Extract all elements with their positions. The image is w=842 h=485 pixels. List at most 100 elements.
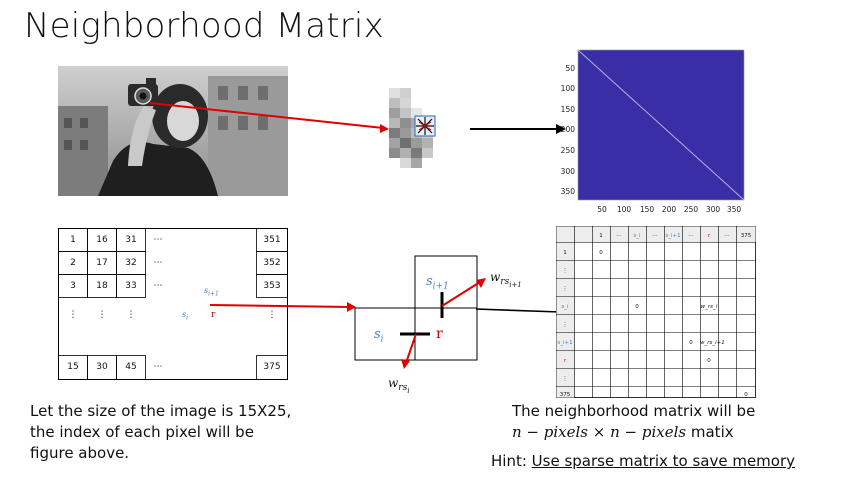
sparse-row-header: r <box>563 358 567 364</box>
hint-text: Hint: Use sparse matrix to save memory <box>491 452 795 470</box>
diagram-label-si1-sub: i+1 <box>432 281 449 292</box>
hint-prefix: Hint: <box>491 452 532 470</box>
pixel-index-cell: ⋮ <box>126 310 136 320</box>
heatmap-x-tick: 350 <box>727 205 742 214</box>
photo-illustration <box>58 66 288 196</box>
weight-label-w-rsi-sub: rs <box>398 383 408 394</box>
caption-left-line: the index of each pixel will be <box>30 423 254 441</box>
sparse-entry: 0 <box>707 358 711 364</box>
sparse-col-header: ⋯ <box>724 233 730 239</box>
black-arrow-to-sparse-matrix <box>475 308 561 313</box>
pixel-index-cell: 32 <box>125 258 137 268</box>
pixel-box-si <box>354 307 478 361</box>
heatmap-x-tick: 50 <box>597 205 607 214</box>
diagram-label-si: si <box>374 327 384 345</box>
weight-label-w-rsi: wrsi <box>388 376 409 395</box>
sparse-entry: 0 <box>744 392 748 398</box>
red-arrow-w-rsi <box>405 333 417 364</box>
sparse-row-header: ⋮ <box>562 376 568 382</box>
caption-right-line: The neighborhood matrix will be <box>512 402 756 420</box>
sparse-col-header: 375 <box>740 233 752 239</box>
sparse-col-header: r <box>707 233 711 239</box>
weight-label-w-rsi1-sub: rs <box>500 277 510 288</box>
sparse-col-header: s_i <box>633 233 641 239</box>
sparse-matrix-grid <box>556 226 756 398</box>
sparse-row-header: 1 <box>563 250 567 256</box>
sparse-row-header: ⋮ <box>562 268 568 274</box>
weight-label-w-rsi1-subsub: i+1 <box>509 281 522 290</box>
neighbor-boxes <box>354 255 486 369</box>
pixel-grid-lines <box>58 228 288 380</box>
heatmap-y-tick: 50 <box>565 64 575 73</box>
pixel-index-cell: 375 <box>263 362 281 372</box>
pixel-index-cell: 2 <box>70 258 76 268</box>
sparse-entry-w-rsi: w_rs_i <box>700 304 718 310</box>
diagram-label-si-base: s <box>374 327 381 342</box>
red-arrow-grid-to-diagram <box>209 304 351 308</box>
heatmap-y-tick: 250 <box>561 146 576 155</box>
heatmap-x-tick: 150 <box>640 205 655 214</box>
pixel-index-grid: 1 16 31 ⋯ 351 2 17 32 ⋯ 352 3 18 33 ⋯ 35… <box>58 228 288 380</box>
grid-label-si: si <box>182 310 188 322</box>
pixel-index-cell: 17 <box>96 258 108 268</box>
pixel-index-cell: 15 <box>67 362 79 372</box>
sparse-row-header: s_i <box>561 304 569 310</box>
sparse-col-header: 1 <box>599 233 603 239</box>
red-arrow-w-rsi1 <box>441 281 481 307</box>
grid-label-si1-base: s <box>204 286 209 295</box>
red-arrowhead-grid-to-diagram <box>347 302 356 312</box>
heatmap-y-tick: 200 <box>561 125 576 134</box>
neighbor-weight-diagram: si+1 si r wrsi+1 wrsi <box>330 248 530 408</box>
slide-title: Neighborhood Matrix <box>24 6 384 46</box>
pixel-zoom <box>389 88 444 168</box>
weight-label-w-rsi1: wrsi+1 <box>490 270 522 289</box>
caption-left-line: Let the size of the image is 15X25, <box>30 402 292 420</box>
pixel-index-cell: ⋯ <box>153 281 163 291</box>
heatmap-diagonal <box>577 49 745 201</box>
grid-label-r: r <box>211 310 216 320</box>
neighborhood-heatmap: 50 100 150 200 250 300 350 50 100 150 20… <box>556 48 746 216</box>
red-arrowhead-w-rsi1 <box>476 278 486 288</box>
heatmap-y-tick: 350 <box>561 187 576 196</box>
pixel-index-cell: ⋯ <box>153 362 163 372</box>
pixel-index-cell: ⋮ <box>68 310 78 320</box>
caption-right-math: n − pixels × n − pixels <box>512 423 687 441</box>
pixel-index-cell: ⋯ <box>153 235 163 245</box>
heatmap-y-tick: 300 <box>561 167 576 176</box>
pixel-index-cell: 30 <box>96 362 108 372</box>
heatmap-x-tick: 200 <box>662 205 677 214</box>
pixel-zoom-illustration <box>389 88 436 168</box>
pixel-index-cell: 18 <box>96 281 108 291</box>
heatmap-y-tick: 100 <box>561 84 576 93</box>
caption-left: Let the size of the image is 15X25, the … <box>30 401 291 464</box>
pixel-index-cell: 3 <box>70 281 76 291</box>
pixel-index-cell: 16 <box>96 235 108 245</box>
sparse-col-header: ⋯ <box>616 233 622 239</box>
red-arrow-photo-to-pixel <box>149 102 384 129</box>
heatmap-svg: 50 100 150 200 250 300 350 50 100 150 20… <box>561 49 745 214</box>
sparse-row-header: s_i+1 <box>557 340 573 346</box>
grayscale-photo <box>58 66 288 196</box>
pixel-index-cell: 353 <box>263 281 281 291</box>
sparse-row-header: ⋮ <box>562 322 568 328</box>
pixel-index-cell: 33 <box>125 281 137 291</box>
pixel-index-cell: ⋯ <box>153 258 163 268</box>
pixel-index-cell: 31 <box>125 235 137 245</box>
caption-right-suffix: matix <box>686 423 734 441</box>
heatmap-x-tick: 250 <box>684 205 699 214</box>
sparse-entry: 0 <box>689 340 693 346</box>
pixel-index-cell: 1 <box>70 235 76 245</box>
grid-label-si-base: s <box>182 310 187 319</box>
pixel-index-cell: ⋮ <box>267 310 277 320</box>
diagram-label-si1-base: s <box>426 274 433 289</box>
sparse-row-header: 375 <box>559 392 571 398</box>
diagram-label-r: r <box>436 326 443 342</box>
pixel-index-cell: ⋮ <box>97 310 107 320</box>
grid-label-si1: si+1 <box>204 286 219 298</box>
hint-underlined: Use sparse matrix to save memory <box>531 452 796 470</box>
pixel-index-cell: 352 <box>263 258 281 268</box>
caption-right: The neighborhood matrix will be n − pixe… <box>512 401 755 443</box>
red-arrowhead-w-rsi <box>401 359 410 369</box>
pixel-index-cell: 351 <box>263 235 281 245</box>
grid-label-si1-sub: i+1 <box>208 290 219 298</box>
